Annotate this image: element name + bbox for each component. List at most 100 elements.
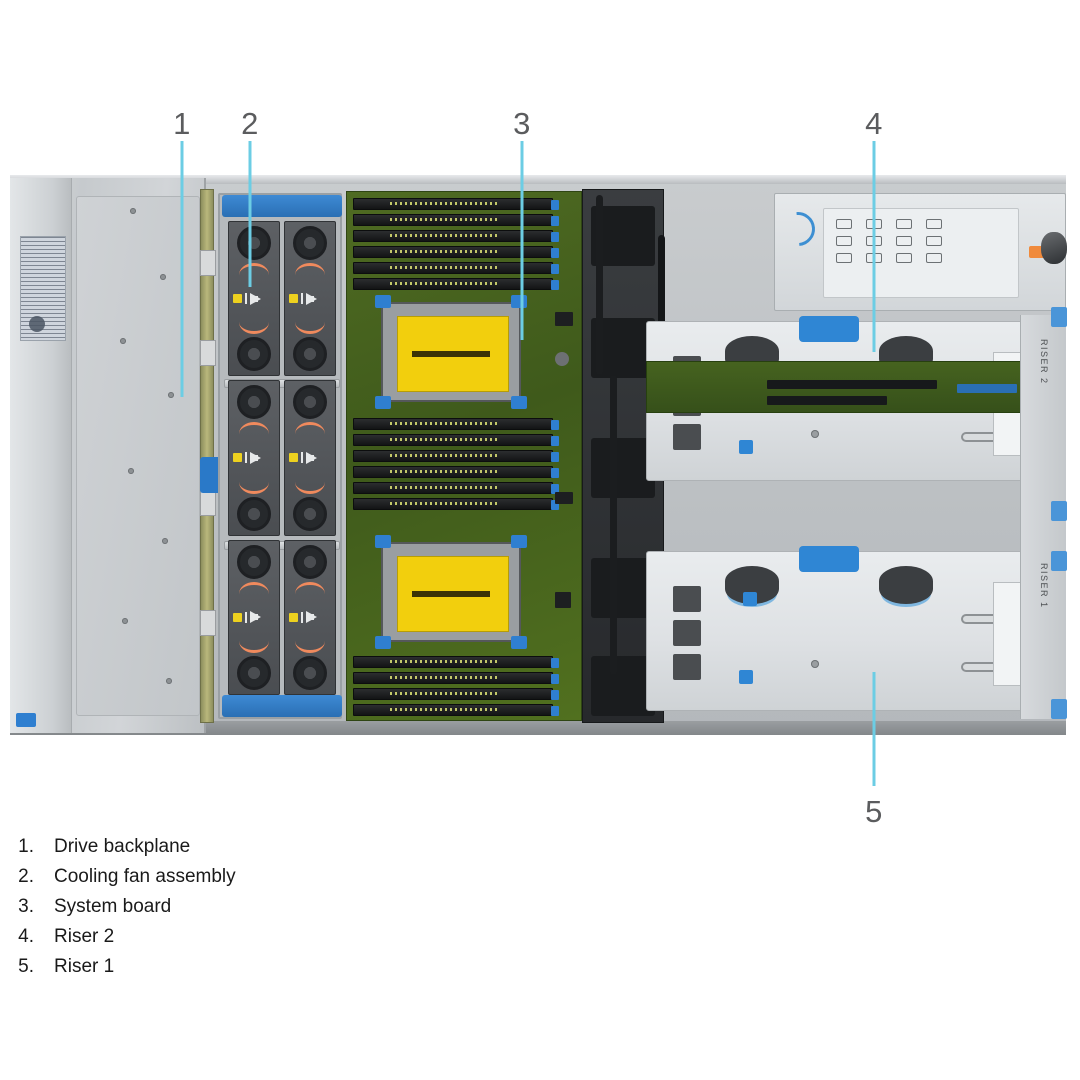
signal-cable	[596, 195, 603, 375]
dimm-latch-icon[interactable]	[551, 468, 559, 478]
dimm-latch-icon[interactable]	[551, 248, 559, 258]
fan-marker-icon	[289, 294, 298, 304]
fan-cage-brace	[224, 541, 340, 550]
dimm-slot[interactable]	[353, 450, 559, 462]
psu-thumbscrew[interactable]	[1041, 232, 1067, 264]
dimm-slot[interactable]	[353, 278, 559, 290]
dimm-slot[interactable]	[353, 498, 559, 510]
fan-release-arc-icon	[239, 263, 269, 275]
fan-rotor-icon	[237, 385, 271, 420]
dimm-latch-icon[interactable]	[551, 706, 559, 716]
board-components	[553, 192, 577, 720]
fan-cage-handle-top[interactable]	[222, 195, 342, 217]
cpu-retention-clip[interactable]	[511, 396, 527, 409]
dimm-slot[interactable]	[353, 198, 559, 210]
dimm-latch-icon[interactable]	[551, 264, 559, 274]
riser-vent	[673, 654, 701, 680]
dimm-latch-icon[interactable]	[551, 216, 559, 226]
fan-rotor-icon	[237, 496, 271, 531]
cpu-retention-clip[interactable]	[375, 396, 391, 409]
dimm-latch-icon[interactable]	[551, 674, 559, 684]
riser-2-release-tab[interactable]	[799, 316, 859, 342]
fan-module[interactable]	[284, 539, 336, 695]
board-chip	[555, 592, 571, 608]
riser-vent	[673, 586, 701, 612]
fan-module[interactable]	[228, 380, 280, 536]
riser-clip[interactable]	[743, 592, 757, 606]
cpu-retention-clip[interactable]	[375, 295, 391, 308]
fan-module[interactable]	[284, 221, 336, 377]
riser-clip[interactable]	[739, 440, 753, 454]
dimm-slot[interactable]	[353, 246, 559, 258]
rear-blue-tab[interactable]	[1051, 501, 1067, 521]
dimm-latch-icon[interactable]	[551, 690, 559, 700]
dimm-latch-icon[interactable]	[551, 452, 559, 462]
dimm-slot[interactable]	[353, 262, 559, 274]
cover-screw	[128, 468, 134, 474]
fan-marker-icon	[289, 612, 298, 622]
dimm-latch-icon[interactable]	[551, 200, 559, 210]
rear-blue-tab[interactable]	[1051, 699, 1067, 719]
riser-screw-hole	[811, 660, 819, 668]
dimm-slot[interactable]	[353, 418, 559, 430]
dimm-slot[interactable]	[353, 482, 559, 494]
service-information-label	[20, 236, 66, 341]
dimm-latch-icon[interactable]	[551, 420, 559, 430]
cpu-retention-clip[interactable]	[511, 295, 527, 308]
shroud-vent	[591, 656, 655, 716]
dimm-slot[interactable]	[353, 230, 559, 242]
cpu-retention-clip[interactable]	[375, 535, 391, 548]
fan-module[interactable]	[228, 539, 280, 695]
rear-blue-tab[interactable]	[1051, 551, 1067, 571]
dimm-latch-icon[interactable]	[551, 500, 559, 510]
psu-release-handle-icon[interactable]	[774, 205, 822, 253]
chassis-top-rail	[10, 175, 1066, 184]
dimm-slot[interactable]	[353, 434, 559, 446]
legend-label: Riser 2	[54, 926, 115, 947]
psu-icon	[926, 219, 942, 229]
leader-line-1	[180, 141, 184, 397]
dimm-slot[interactable]	[353, 672, 559, 684]
fan-marker-icon	[233, 294, 242, 304]
cover-screw	[120, 338, 126, 344]
cpu-retention-clip[interactable]	[375, 636, 391, 649]
psu-icon	[926, 253, 942, 263]
callout-number-1: 1	[173, 106, 191, 141]
dimm-latch-icon[interactable]	[551, 484, 559, 494]
legend-number: 3.	[18, 896, 34, 917]
dimm-slot[interactable]	[353, 656, 559, 668]
power-supply-unit	[774, 193, 1067, 311]
leader-line-3	[520, 141, 524, 340]
riser-vent	[673, 620, 701, 646]
dimm-latch-icon[interactable]	[551, 232, 559, 242]
fan-release-arc-icon	[239, 581, 269, 594]
leader-line-5	[872, 672, 876, 786]
dimm-latch-icon[interactable]	[551, 280, 559, 290]
fan-marker-icon	[289, 453, 298, 463]
dimm-latch-icon[interactable]	[551, 436, 559, 446]
cpu-retention-clip[interactable]	[511, 535, 527, 548]
fan-cage-handle-bottom[interactable]	[222, 695, 342, 717]
dimm-slot[interactable]	[353, 688, 559, 700]
callout-number-2: 2	[241, 106, 259, 141]
rear-riser-1-label: RISER 1	[1039, 563, 1049, 609]
cpu-retention-clip[interactable]	[511, 636, 527, 649]
legend-number: 5.	[18, 956, 34, 977]
rear-blue-tab[interactable]	[1051, 307, 1067, 327]
dimm-slot[interactable]	[353, 704, 559, 716]
dimm-latch-icon[interactable]	[551, 658, 559, 668]
dimm-bank-middle	[353, 418, 559, 510]
fan-module[interactable]	[284, 380, 336, 536]
fan-marker-icon	[233, 453, 242, 463]
dimm-slot[interactable]	[353, 466, 559, 478]
drive-backplane	[200, 189, 216, 723]
dimm-slot[interactable]	[353, 214, 559, 226]
riser-1-release-tab[interactable]	[799, 546, 859, 572]
legend-item: 4. Riser 2	[0, 926, 1080, 956]
callout-number-5: 5	[865, 794, 883, 829]
fan-module[interactable]	[228, 221, 280, 377]
riser-1[interactable]: RISER 1	[646, 546, 1057, 711]
riser-clip[interactable]	[739, 670, 753, 684]
fan-divider-icon	[301, 293, 303, 305]
